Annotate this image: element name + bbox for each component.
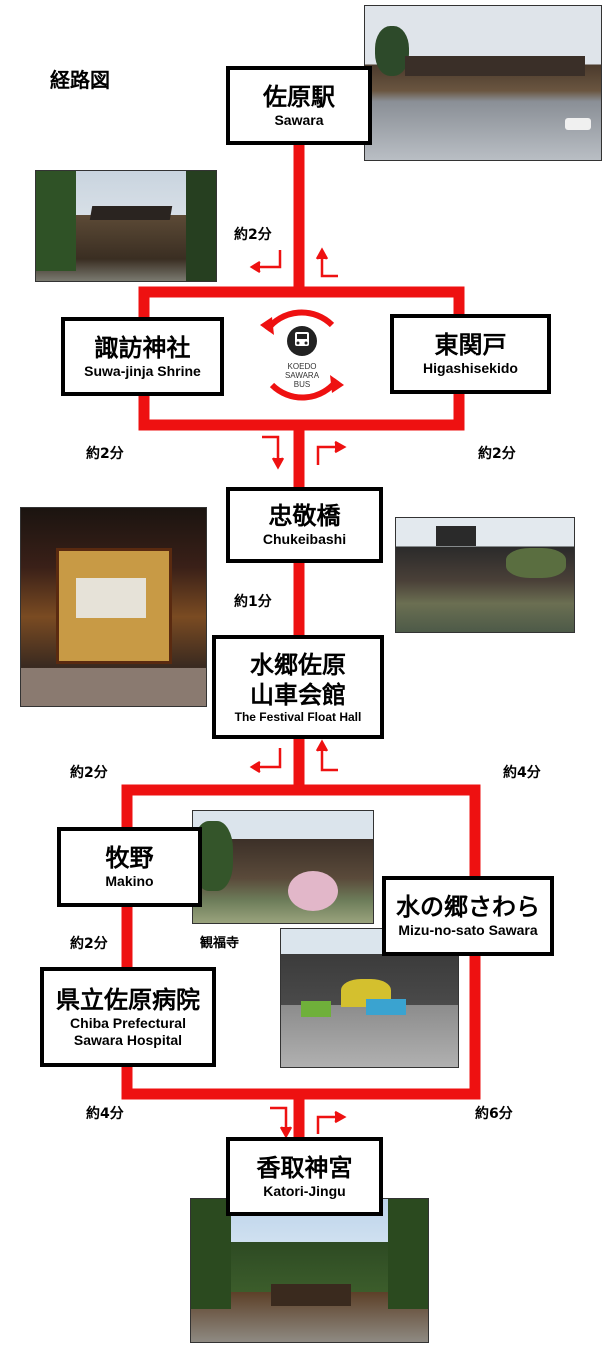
stop-name-jp: 東関戸 — [434, 331, 507, 360]
stop-name-en: Katori-Jingu — [263, 1182, 346, 1199]
stop-name-en-line2: Sawara Hospital — [73, 1032, 183, 1048]
stop-mizunosato-sawara[interactable]: 水の郷さわら Mizu-no-sato Sawara — [382, 876, 554, 956]
diagram-title: 経路図 — [50, 68, 110, 92]
stop-name-jp-line2: 山車会館 — [250, 680, 346, 709]
stop-name-jp: 忠敬橋 — [268, 502, 341, 531]
stop-higashisekido[interactable]: 東関戸 Higashisekido — [390, 314, 551, 394]
stop-katori-jingu[interactable]: 香取神宮 Katori-Jingu — [226, 1137, 383, 1216]
arrow-right-turn — [316, 1110, 347, 1134]
photo-chukeibashi — [395, 517, 575, 633]
stop-festival-float-hall[interactable]: 水郷佐原 山車会館 The Festival Float Hall — [212, 635, 384, 739]
stop-name-jp: 諏訪神社 — [94, 333, 191, 362]
photo-kanpukuji — [192, 810, 374, 924]
stop-name-jp: 香取神宮 — [256, 1153, 353, 1182]
stop-chukeibashi[interactable]: 忠敬橋 Chukeibashi — [226, 487, 383, 563]
stop-name-jp: 佐原駅 — [263, 82, 335, 111]
travel-time: 約2分 — [70, 936, 108, 952]
travel-time: 約2分 — [86, 446, 124, 462]
arrow-down-turn — [262, 435, 285, 470]
stop-suwa-shrine[interactable]: 諏訪神社 Suwa-jinja Shrine — [61, 317, 224, 396]
stop-name-en-line1: Chiba Prefectural — [70, 1014, 186, 1031]
stop-name-en: Chukeibashi — [262, 531, 347, 548]
stop-name-en: Suwa-jinja Shrine — [84, 362, 201, 379]
stop-name-jp: 牧野 — [105, 844, 154, 873]
stop-name-en: The Festival Float Hall — [234, 709, 362, 724]
bus-logo — [254, 307, 350, 403]
arrow-down-turn — [270, 1106, 293, 1139]
stop-name-jp: 水の郷さわら — [396, 893, 540, 922]
stop-name-jp-line1: 水郷佐原 — [250, 650, 346, 679]
travel-time: 約4分 — [503, 765, 541, 781]
stop-name-en: Makino — [105, 873, 154, 890]
bus-logo-text: KOEDO SAWARA BUS — [270, 362, 334, 389]
arrow-left-down — [249, 748, 282, 774]
photo-katori-jingu — [190, 1198, 429, 1343]
arrow-up-right — [315, 247, 338, 278]
stop-makino[interactable]: 牧野 Makino — [57, 827, 202, 907]
stop-name-en: Sawara — [274, 111, 324, 128]
stop-name-en: Mizu-no-sato Sawara — [398, 922, 538, 939]
arrow-right-turn — [316, 440, 347, 465]
travel-time: 約2分 — [234, 227, 272, 243]
travel-time: 約2分 — [478, 446, 516, 462]
photo-sawara-station — [364, 5, 602, 161]
arrow-left-down — [249, 250, 282, 274]
travel-time: 約2分 — [70, 765, 108, 781]
bus-logo-line3: BUS — [293, 380, 311, 389]
stop-sawara-station[interactable]: 佐原駅 Sawara — [226, 66, 372, 145]
photo-festival-float — [20, 507, 207, 707]
travel-time: 約1分 — [234, 594, 272, 610]
photo-suwa-shrine — [35, 170, 217, 282]
stop-name-en: Higashisekido — [423, 360, 518, 377]
stop-sawara-hospital[interactable]: 県立佐原病院 Chiba Prefectural Sawara Hospital — [40, 967, 216, 1067]
arrow-up-right — [315, 739, 338, 772]
travel-time: 約4分 — [86, 1106, 124, 1122]
stop-name-jp: 県立佐原病院 — [56, 985, 200, 1014]
travel-time: 約6分 — [475, 1106, 513, 1122]
photo-caption-kanpukuji: 観福寺 — [200, 936, 240, 951]
bus-logo-line1: KOEDO — [287, 362, 317, 371]
bus-logo-line2: SAWARA — [284, 371, 320, 380]
